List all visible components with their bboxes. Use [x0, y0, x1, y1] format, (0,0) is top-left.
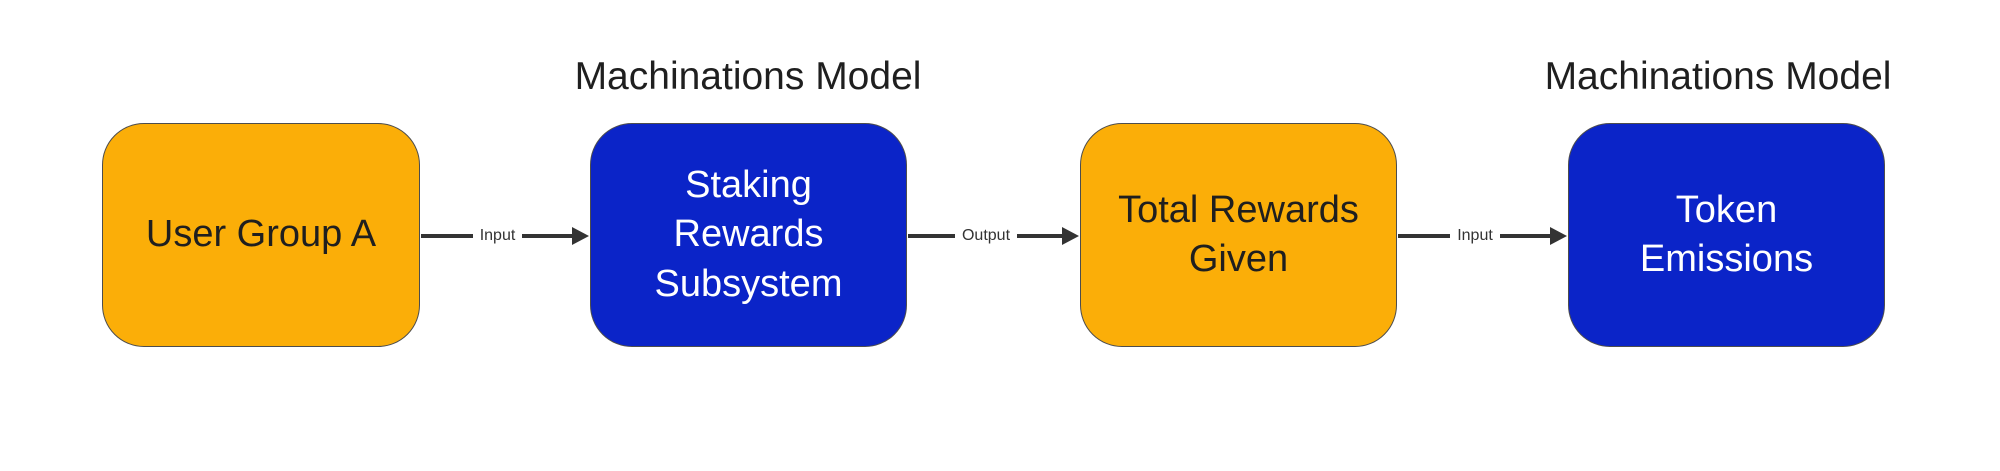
edge-input-1: Input: [421, 224, 589, 248]
label-line: Total Rewards: [1118, 188, 1359, 231]
arrowhead-icon: [572, 227, 589, 245]
machinations-model-title-2: Machinations Model: [1544, 55, 1892, 98]
machinations-model-title-1: Machinations Model: [574, 55, 922, 98]
edge-line: [908, 234, 955, 238]
node-user-group-a-label: User Group A: [146, 210, 376, 259]
edge-output-1-label: Output: [961, 227, 1011, 244]
edge-output-1: Output: [908, 224, 1079, 248]
label-line: Rewards: [673, 213, 824, 256]
node-token-emissions-label: Token Emissions: [1640, 186, 1813, 285]
edge-input-2: Input: [1398, 224, 1567, 248]
edge-line: [1398, 234, 1451, 238]
edge-line: [421, 234, 473, 238]
node-total-rewards-given: Total Rewards Given: [1080, 123, 1397, 347]
node-total-rewards-given-label: Total Rewards Given: [1118, 186, 1359, 285]
arrowhead-icon: [1550, 227, 1567, 245]
label-line: Emissions: [1639, 238, 1814, 280]
edge-line: [1499, 234, 1552, 238]
label-line: User Group A: [145, 213, 377, 256]
arrowhead-icon: [1062, 227, 1079, 245]
label-line: Staking: [685, 163, 812, 206]
edge-input-1-label: Input: [479, 227, 516, 244]
node-token-emissions: Token Emissions: [1568, 123, 1885, 347]
edge-line: [1017, 234, 1064, 238]
label-line: Subsystem: [654, 262, 843, 305]
node-staking-rewards-subsystem-label: Staking Rewards Subsystem: [655, 161, 843, 309]
node-user-group-a: User Group A: [102, 123, 420, 347]
node-staking-rewards-subsystem: Staking Rewards Subsystem: [590, 123, 907, 347]
edge-line: [522, 234, 574, 238]
label-line: Given: [1188, 238, 1289, 280]
edge-input-2-label: Input: [1457, 227, 1493, 244]
label-line: Token: [1675, 188, 1778, 231]
